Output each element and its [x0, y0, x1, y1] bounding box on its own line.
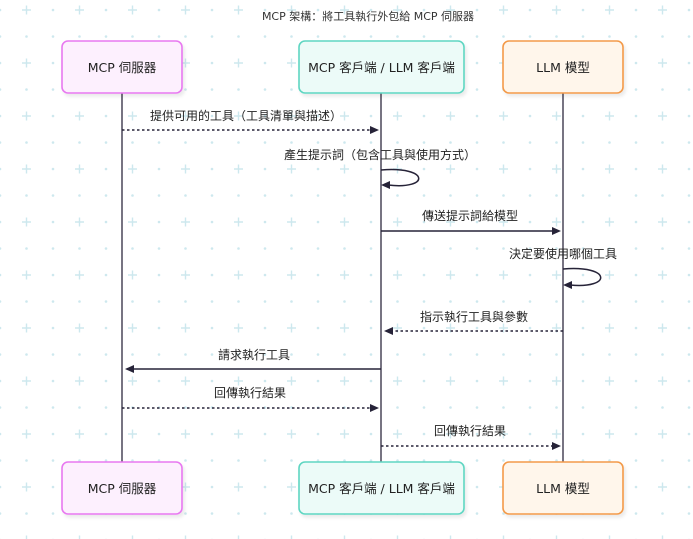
message-return-result-to-llm: 回傳執行結果 [381, 424, 561, 450]
arrowhead-left-icon [381, 181, 390, 189]
arrowhead-left-icon [563, 281, 572, 289]
arrowhead-right-icon [552, 227, 561, 235]
actor-label: MCP 伺服器 [88, 481, 157, 496]
self-loop-line [562, 267, 602, 287]
message-generate-prompt: 產生提示詞（包含工具與使用方式） [284, 147, 476, 189]
actor-server-bottom[interactable]: MCP 伺服器 [61, 461, 183, 515]
arrowhead-right-icon [552, 442, 561, 450]
actor-label: MCP 客戶端 / LLM 客戶端 [308, 60, 455, 75]
arrowhead-right-icon [370, 404, 379, 412]
message-send-prompt: 傳送提示詞給模型 [381, 208, 561, 235]
actor-server-top[interactable]: MCP 伺服器 [61, 40, 183, 94]
message-request-execution: 請求執行工具 [125, 348, 381, 373]
message-label: 傳送提示詞給模型 [422, 208, 518, 223]
message-instruct-execution: 指示執行工具與參數 [384, 309, 563, 335]
arrowhead-right-icon [370, 126, 379, 134]
actor-client-top[interactable]: MCP 客戶端 / LLM 客戶端 [298, 40, 465, 94]
actor-llm-top[interactable]: LLM 模型 [502, 40, 624, 94]
actor-client-bottom[interactable]: MCP 客戶端 / LLM 客戶端 [298, 461, 465, 515]
message-label: 請求執行工具 [218, 348, 290, 362]
actor-llm-bottom[interactable]: LLM 模型 [502, 461, 624, 515]
self-loop-line [380, 168, 420, 187]
message-label: 產生提示詞（包含工具與使用方式） [284, 147, 476, 162]
message-label: 回傳執行結果 [434, 424, 506, 438]
arrowhead-left-icon [384, 327, 393, 335]
message-decide-tool: 決定要使用哪個工具 [509, 246, 617, 289]
message-label: 決定要使用哪個工具 [509, 246, 617, 261]
arrowhead-left-icon [125, 365, 134, 373]
message-label: 指示執行工具與參數 [420, 309, 528, 324]
actor-label: LLM 模型 [536, 481, 590, 496]
actor-label: MCP 客戶端 / LLM 客戶端 [308, 481, 455, 496]
message-label: 提供可用的工具（工具清單與描述） [150, 108, 342, 123]
actor-label: MCP 伺服器 [88, 60, 157, 75]
message-label: 回傳執行結果 [214, 386, 286, 400]
message-return-result-to-client: 回傳執行結果 [122, 386, 379, 412]
message-provide-tools: 提供可用的工具（工具清單與描述） [122, 108, 379, 134]
diagram-title: MCP 架構：將工具執行外包給 MCP 伺服器 [262, 9, 474, 23]
actor-label: LLM 模型 [536, 60, 590, 75]
